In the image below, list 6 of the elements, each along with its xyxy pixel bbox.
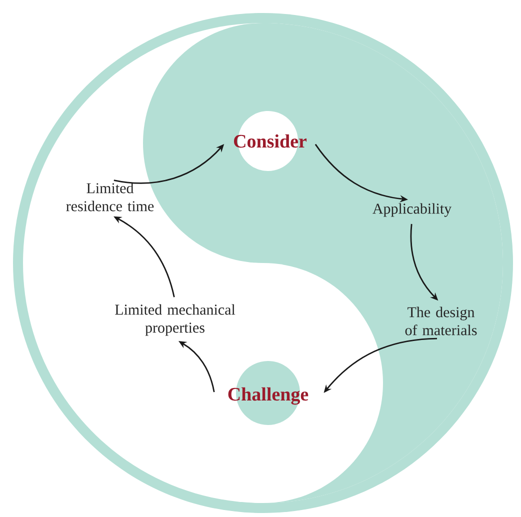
key-word: Challenge: [228, 387, 308, 405]
step-label: Limited residence time: [66, 182, 154, 212]
step-label: Limited mechanical properties: [115, 304, 236, 336]
step-label: Applicability: [372, 203, 452, 217]
step-label: The design of materials: [405, 306, 477, 336]
key-word: Consider: [234, 134, 307, 148]
